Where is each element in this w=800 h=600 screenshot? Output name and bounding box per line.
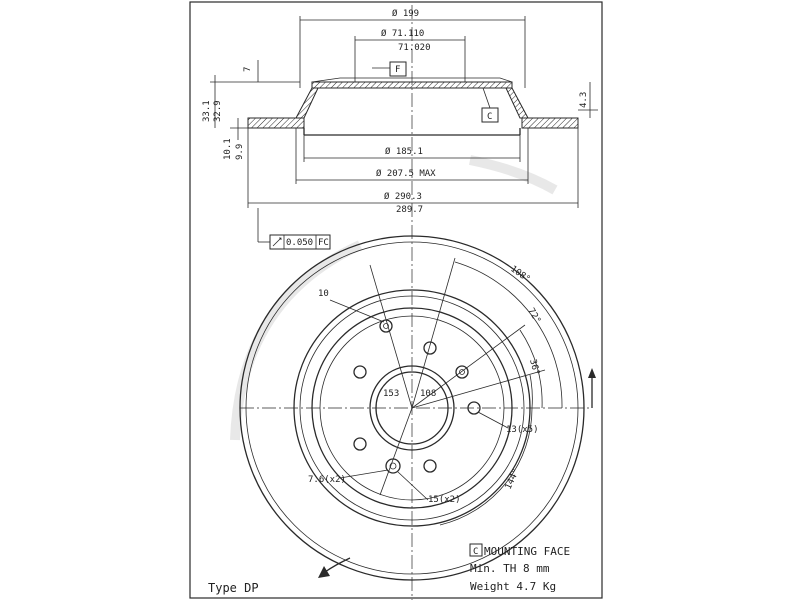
dim-diameter-289-7: 289.7 — [396, 205, 423, 215]
label-7-6x2: 7.6(x2) — [308, 475, 346, 485]
datum-c-box — [481, 107, 499, 123]
weight-label: Weight 4.7 Kg — [470, 580, 556, 593]
dim-diameter-199: Ø 199 — [392, 8, 419, 19]
dim-diameter-185-1: Ø 185.1 — [385, 146, 423, 157]
datum-f-label: F — [395, 65, 400, 75]
min-thickness-label: Min. TH 8 mm — [470, 562, 550, 575]
datum-c-label: C — [487, 112, 492, 122]
brembo-watermark — [230, 155, 558, 441]
hat-wall-right — [505, 87, 529, 119]
dim-diameter-71-110: Ø 71.110 — [381, 28, 424, 39]
label-10: 10 — [318, 289, 329, 299]
bolt-hole — [423, 341, 437, 355]
label-153: 153 — [383, 389, 399, 399]
mounting-face-label: MOUNTING FACE — [484, 545, 570, 558]
angle-36: 36° — [527, 358, 541, 376]
dim-height-33-1: 33.1 — [202, 100, 212, 122]
dim-4-3: 4.3 — [579, 92, 589, 108]
dim-diameter-71-020: 71.020 — [398, 43, 431, 53]
bolt-hole — [467, 401, 481, 415]
dim-height-32-9: 32.9 — [213, 100, 223, 122]
tolerance-value: 0.050 — [286, 238, 313, 248]
datum-f-box — [389, 61, 407, 77]
dim-thickness-9-9: 9.9 — [235, 144, 245, 160]
hat-top — [311, 81, 513, 89]
hat-wall-left — [295, 87, 319, 119]
disc-outer-edge — [239, 235, 585, 581]
angle-144: 144° — [504, 467, 522, 491]
angle-72: 72° — [525, 307, 542, 326]
bolt-hole — [353, 437, 367, 451]
drawing-frame — [189, 1, 603, 599]
label-108: 108 — [420, 389, 436, 399]
locating-hole — [379, 319, 393, 333]
rotation-arrow-right — [588, 368, 596, 408]
label-13x5: 13(x5) — [506, 425, 539, 435]
dim-diameter-207-5-max: Ø 207.5 MAX — [376, 168, 436, 179]
legend-c-label: C — [473, 547, 478, 557]
locating-hole — [455, 365, 469, 379]
dim-thickness-10-1: 10.1 — [223, 138, 233, 160]
section-view: Ø 199 Ø 71.110 71.020 F 7 33.1 32.9 10.1… — [202, 5, 598, 600]
type-label: Type DP — [208, 581, 259, 595]
center-bore — [369, 365, 455, 451]
dim-diameter-290-3: Ø 290.3 — [384, 191, 422, 202]
friction-ring-left — [247, 117, 305, 129]
legend: C MOUNTING FACE Min. TH 8 mm Weight 4.7 … — [469, 543, 570, 593]
rotation-arrow-bottom — [318, 557, 351, 578]
bolt-holes — [353, 341, 481, 473]
tolerance-datum: FC — [318, 238, 329, 248]
friction-ring-right — [521, 117, 579, 129]
bolt-hole — [423, 459, 437, 473]
locating-hole — [385, 458, 401, 474]
legend-c-box — [469, 543, 483, 557]
dim-7: 7 — [243, 67, 253, 72]
label-15x2: 15(x2) — [428, 495, 461, 505]
bolt-hole — [353, 365, 367, 379]
tolerance-frame — [269, 234, 331, 250]
